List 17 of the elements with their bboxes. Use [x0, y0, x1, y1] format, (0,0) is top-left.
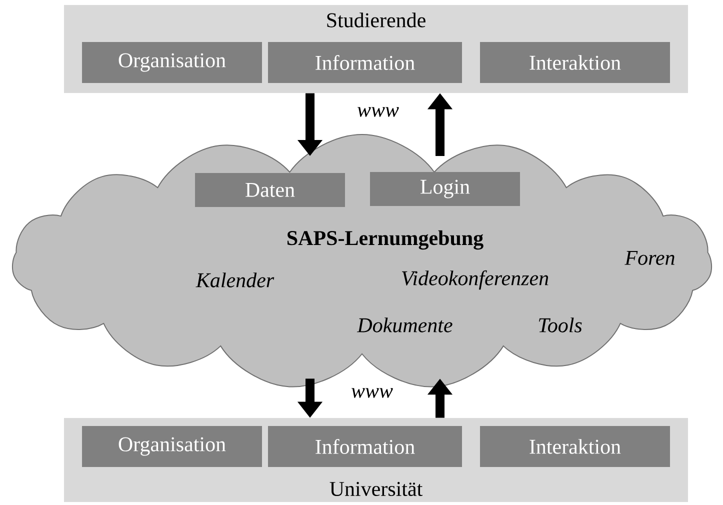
- cloud-text: Dokumente: [356, 318, 452, 332]
- cloud-text: Videokonferenzen: [402, 270, 548, 290]
- cloud-title: SAPS-Lernumgebung: [288, 230, 484, 250]
- box: Login: [370, 172, 520, 206]
- box: Interaktion: [480, 426, 670, 467]
- box: Daten: [195, 173, 345, 207]
- box: Information: [268, 426, 462, 467]
- network-label: www: [358, 107, 399, 117]
- box: Interaktion: [480, 42, 670, 83]
- network-label: www: [352, 388, 393, 398]
- cloud-text: Tools: [539, 318, 582, 332]
- cloud: [12, 134, 712, 388]
- box: Organisation: [82, 426, 262, 467]
- cloud-text: Foren: [624, 251, 674, 265]
- box: Organisation: [82, 42, 262, 83]
- cloud-text: Kalender: [196, 272, 274, 288]
- box: Information: [268, 42, 462, 83]
